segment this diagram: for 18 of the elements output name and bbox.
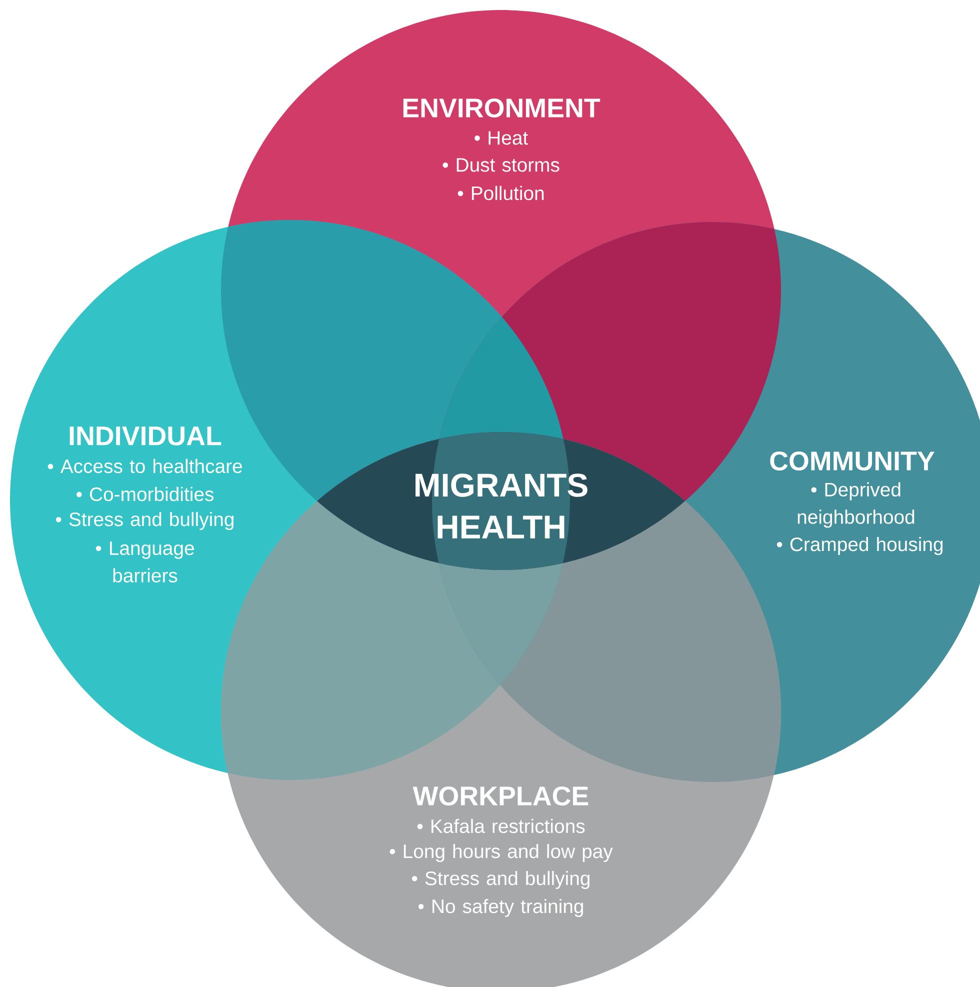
bullet-item: • Heat	[474, 131, 528, 145]
circle-heading: COMMUNITY	[770, 451, 934, 471]
bullet-item: • Cramped housing	[776, 536, 943, 556]
circle-heading: WORKPLACE	[412, 786, 588, 806]
circle-heading: INDIVIDUAL	[70, 426, 222, 446]
bullet-item: • Co-morbidities	[76, 486, 214, 502]
bullet-item: • Pollution	[458, 186, 544, 200]
bullet-item: • Stress and bullying	[412, 870, 590, 890]
bullet-item: • No safety training	[418, 898, 583, 918]
bullet-item: • Long hours and low pay	[390, 844, 613, 862]
bullet-item: • Stress and bullying	[56, 512, 234, 530]
bullet-item: • Access to healthcare	[48, 458, 242, 474]
center-label: MIGRANTS HEALTH	[416, 474, 588, 538]
bullet-item: • Kafala restrictions	[417, 818, 585, 834]
bullet-item: • Deprived neighborhood	[798, 482, 914, 528]
bullet-item: • Dust storms	[442, 158, 560, 172]
bullet-item: • Language barriers	[96, 542, 194, 582]
circle-heading: ENVIRONMENT	[403, 98, 600, 118]
